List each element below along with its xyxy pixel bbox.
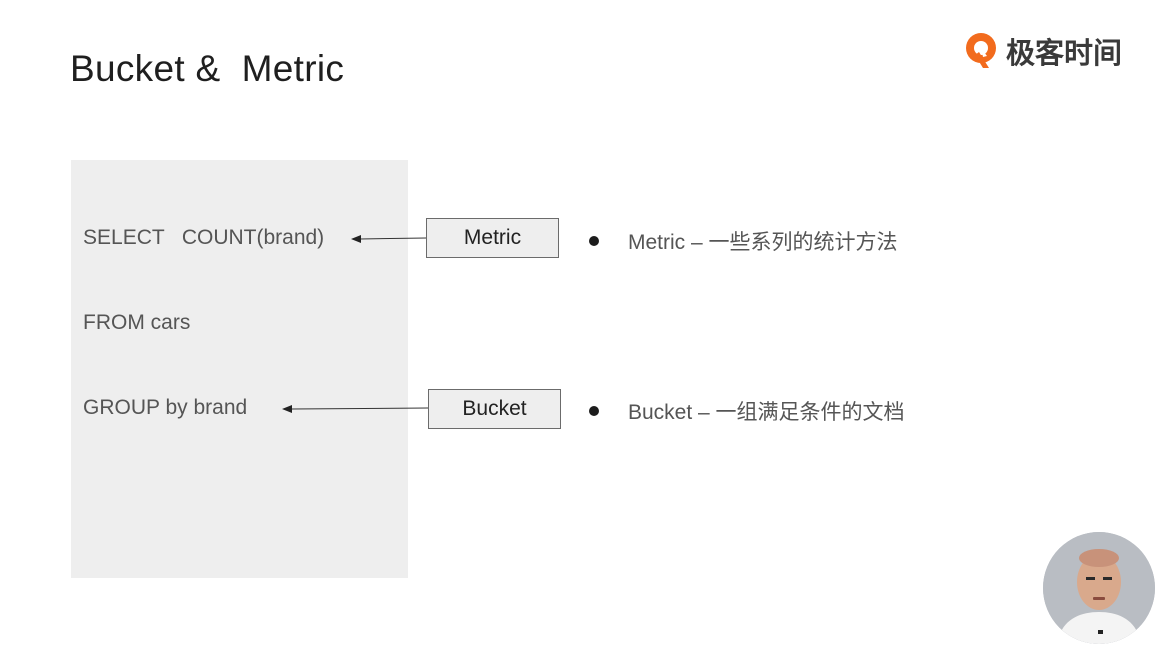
bullet-bucket-text: Bucket – 一组满足条件的文档 bbox=[628, 401, 905, 424]
sql-panel bbox=[71, 160, 408, 578]
slide-title: Bucket & Metric bbox=[70, 48, 345, 89]
bullet-metric-text: Metric – 一些系列的统计方法 bbox=[628, 231, 898, 254]
presenter-video bbox=[1043, 532, 1155, 644]
bucket-label-box: Bucket bbox=[428, 389, 561, 429]
bullet-metric: Metric – 一些系列的统计方法 bbox=[589, 226, 898, 256]
sql-from-line: FROM cars bbox=[83, 311, 191, 334]
geekbang-logo-icon bbox=[966, 33, 996, 68]
bullet-dot-icon bbox=[589, 236, 599, 246]
bullet-dot-icon bbox=[589, 406, 599, 416]
brand-logo: 极客时间 bbox=[962, 30, 1122, 72]
metric-label-box: Metric bbox=[426, 218, 559, 258]
logo-text: 极客时间 bbox=[1006, 36, 1123, 70]
presenter-video-avatar bbox=[1043, 532, 1155, 644]
sql-group-by-line: GROUP by brand bbox=[83, 396, 248, 419]
bullet-bucket: Bucket – 一组满足条件的文档 bbox=[589, 396, 905, 426]
sql-select-line: SELECT COUNT(brand) bbox=[83, 226, 325, 249]
